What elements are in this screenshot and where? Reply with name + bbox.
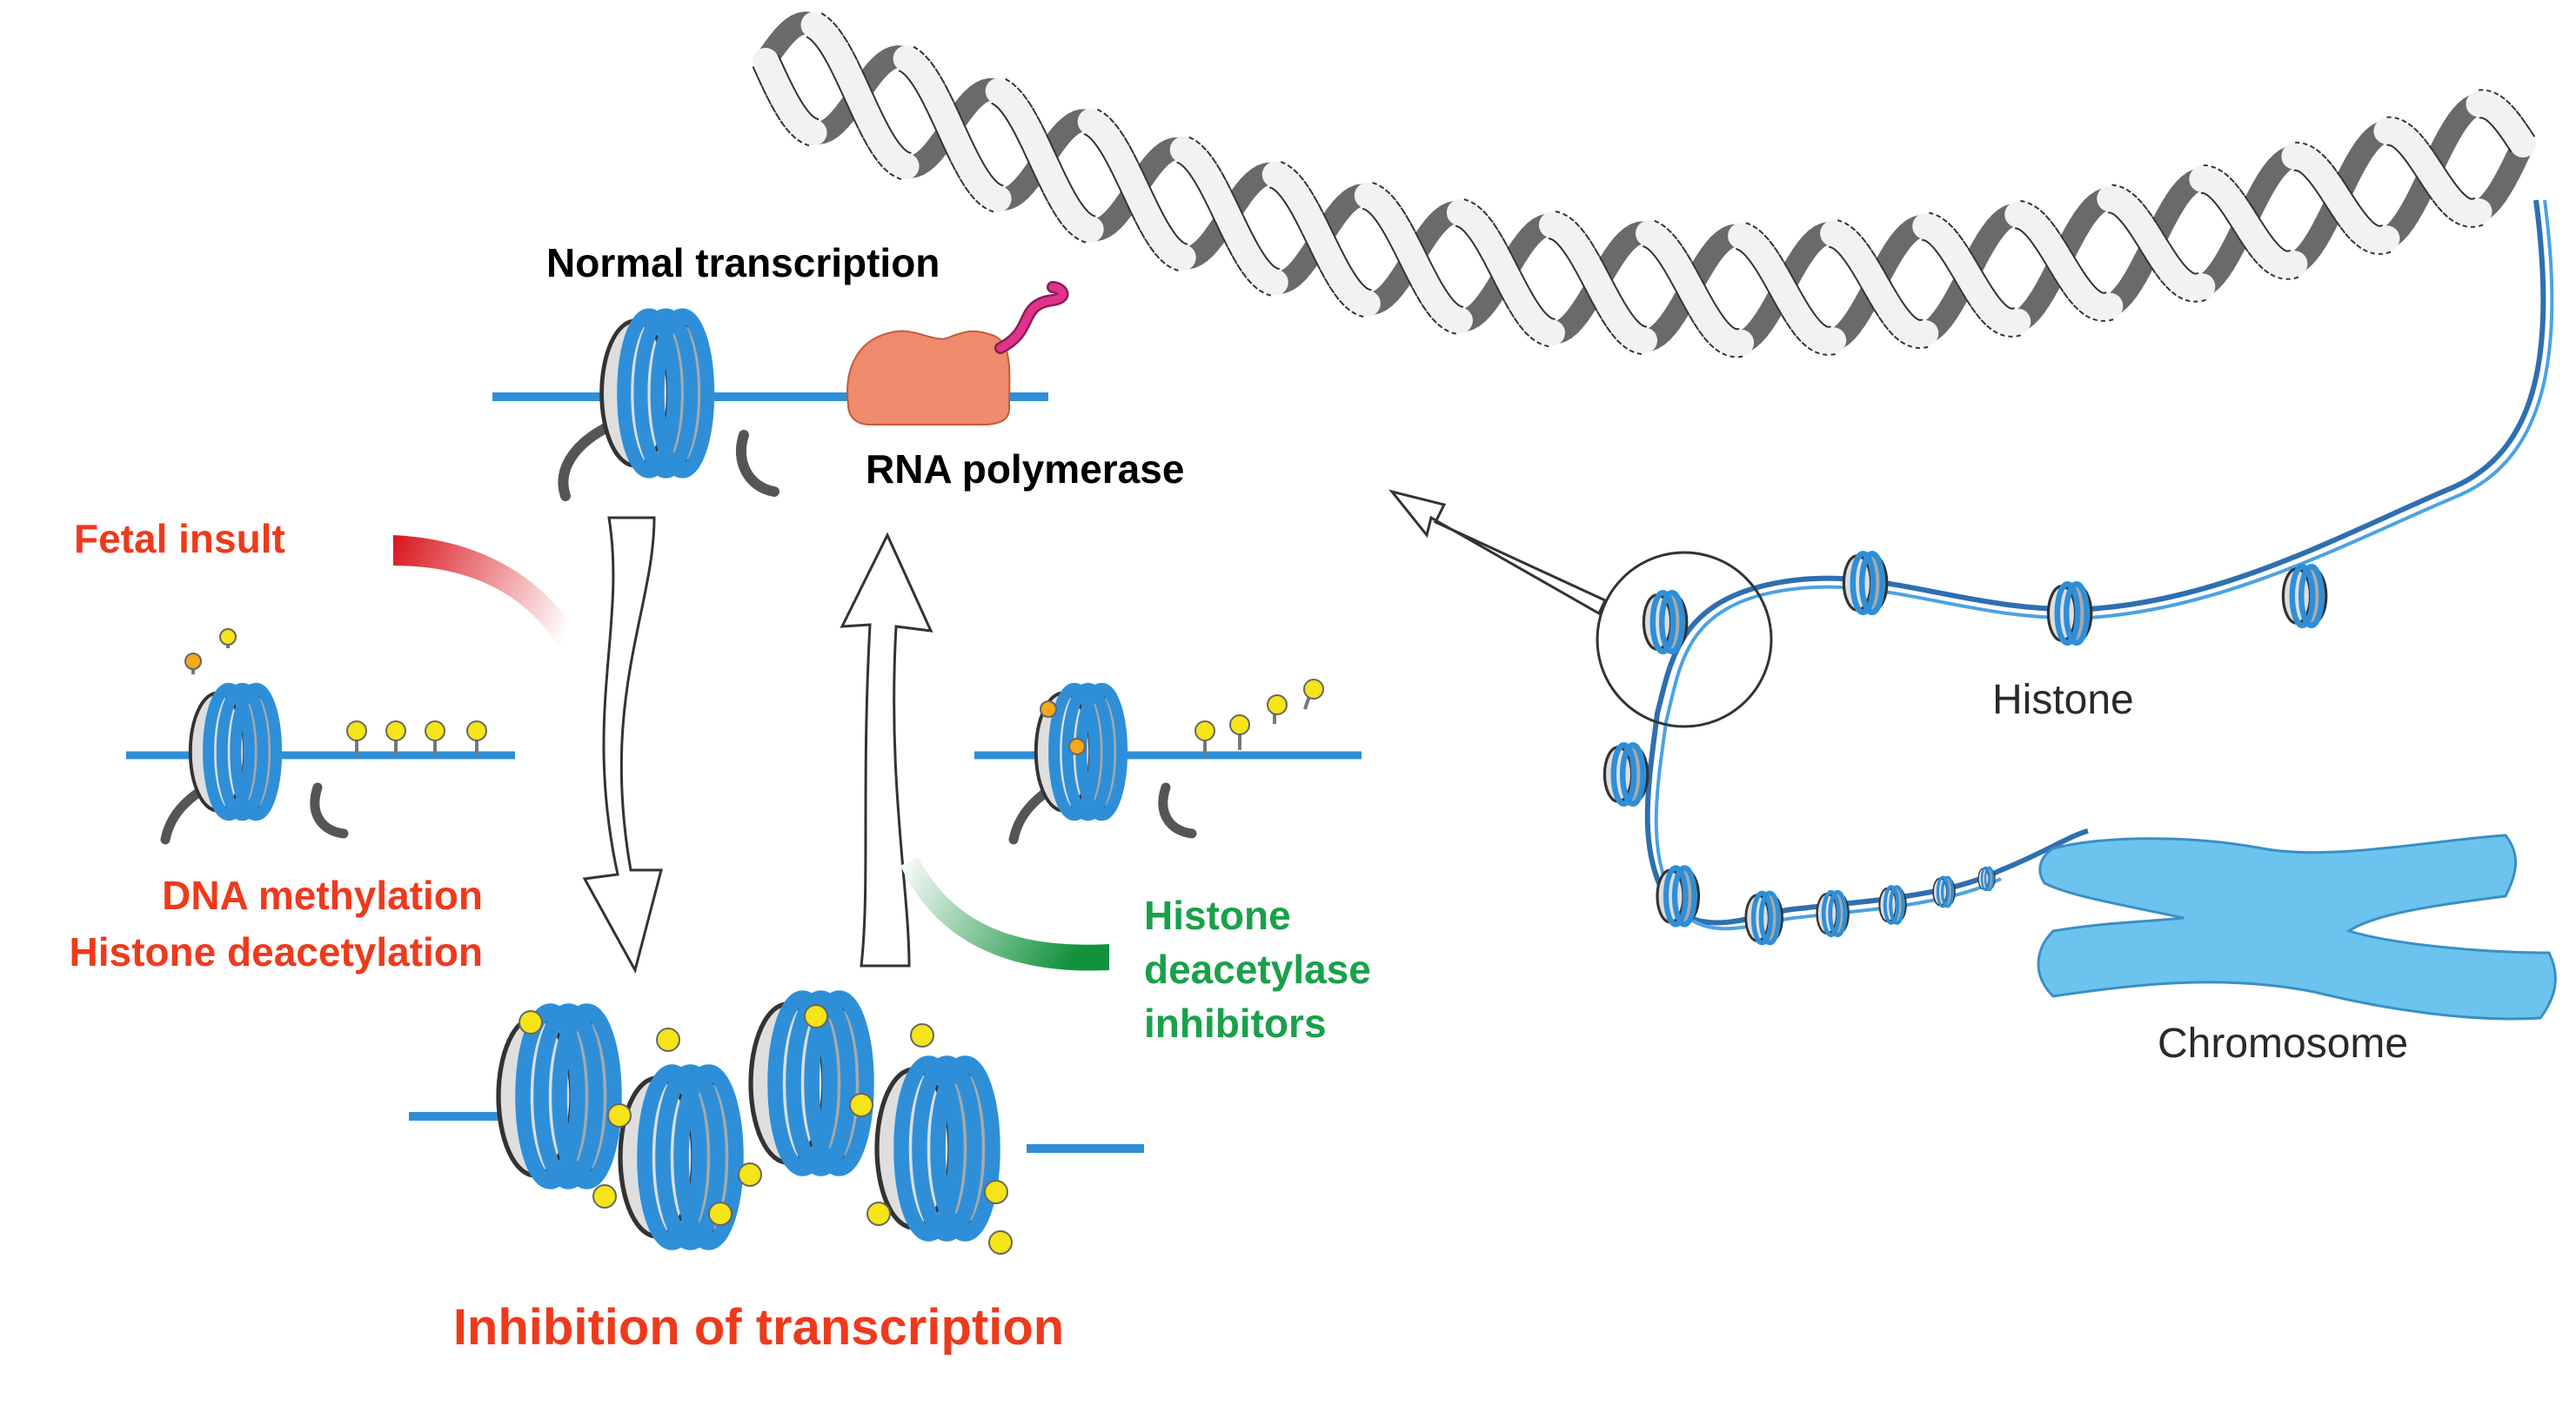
- fetal-insult-label: Fetal insult: [74, 516, 285, 561]
- condensed-chromatin: [409, 998, 1144, 1254]
- helix-segment: [2290, 264, 2294, 265]
- zoom-arrow: [1392, 492, 1605, 613]
- chromosome-shape: [2038, 835, 2555, 1019]
- helix-segment: [1829, 340, 1833, 341]
- hdac-inhibitors-curve: [900, 857, 1109, 971]
- inhibition-of-transcription-label: Inhibition of transcription: [453, 1299, 1064, 1356]
- rna-polymerase-label: RNA polymerase: [866, 446, 1184, 492]
- helix-segment: [1736, 343, 1741, 344]
- dna-double-helix: [766, 23, 2523, 343]
- helix-segment: [2198, 286, 2202, 287]
- chromosome-label: Chromosome: [2158, 1021, 2408, 1067]
- acetylated-nucleosome: [974, 680, 1362, 840]
- helix-segment: [1640, 339, 1644, 340]
- normal-transcription-label: Normal transcription: [546, 240, 940, 285]
- methylated-nucleosome: [126, 629, 515, 840]
- down-arrow: [585, 518, 661, 970]
- up-arrow: [842, 535, 931, 966]
- helix-segment: [1179, 256, 1183, 258]
- hdac-inhibitors-label-line2: deacetylase: [1144, 947, 1371, 992]
- helix-segment: [1363, 302, 1368, 304]
- helix-segment: [2013, 322, 2017, 323]
- histone-deacetylation-label: Histone deacetylation: [70, 929, 483, 975]
- helix-segment: [1455, 319, 1460, 320]
- helix-segment: [2382, 238, 2386, 240]
- dna-methylation-label: DNA methylation: [162, 873, 483, 918]
- helix-segment: [1087, 228, 1091, 230]
- helix-segment: [1271, 281, 1275, 283]
- helix-segment: [2105, 306, 2110, 307]
- helix-segment: [2474, 211, 2479, 213]
- fetal-insult-curve: [393, 535, 592, 672]
- helix-segment: [1921, 333, 1925, 334]
- hdac-inhibitors-label-line1: Histone: [1144, 893, 1291, 938]
- helix-segment: [902, 164, 907, 166]
- hdac-inhibitors-label-line3: inhibitors: [1144, 1001, 1327, 1046]
- helix-segment: [994, 198, 999, 199]
- helix-segment: [2519, 137, 2523, 144]
- histone-label: Histone: [1992, 677, 2134, 723]
- helix-segment: [810, 131, 814, 132]
